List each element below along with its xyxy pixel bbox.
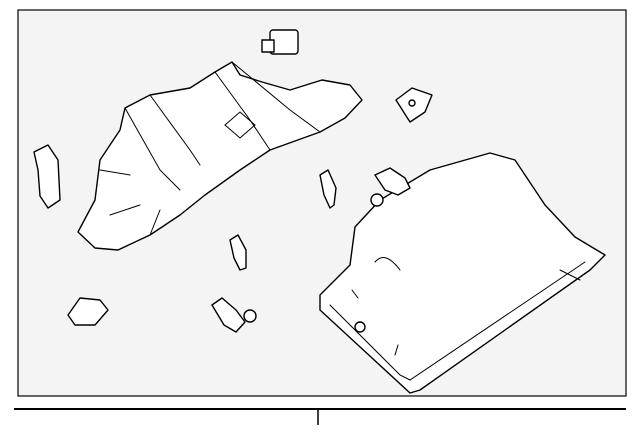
- side-bracket: [33, 144, 61, 209]
- glove-box-housing: [77, 61, 363, 251]
- lock-cylinder-lower: [211, 297, 257, 333]
- lock-striker: [395, 87, 433, 123]
- bumper-stop-upper: [319, 169, 337, 209]
- hinge-clip: [67, 297, 109, 326]
- bumper-stop-lower: [229, 234, 247, 271]
- lock-cylinder-upper: [370, 167, 411, 207]
- glove-box-damper: [261, 29, 299, 55]
- glove-box-door: [319, 152, 606, 394]
